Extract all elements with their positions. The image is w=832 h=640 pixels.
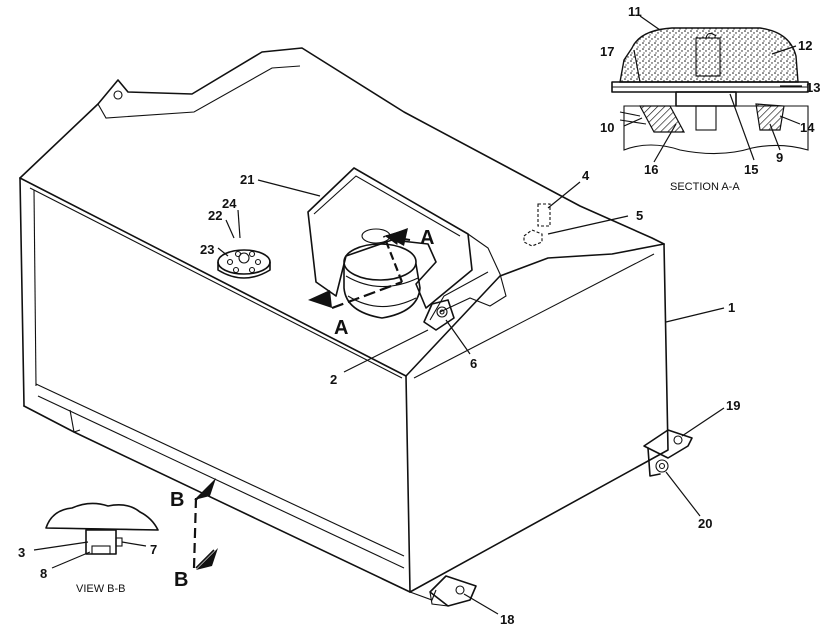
filler-well (307, 167, 507, 321)
callout-11: 11 (628, 4, 642, 19)
callout-22: 22 (208, 208, 222, 223)
callout-16: 16 (644, 162, 658, 177)
callout-numbers: 1 2 3 4 5 6 7 8 9 10 11 12 13 14 15 16 1… (18, 4, 820, 627)
callout-10: 10 (600, 120, 614, 135)
vent-fitting (523, 203, 551, 247)
callout-6: 6 (470, 356, 477, 371)
view-line-bb (192, 478, 218, 570)
section-letters: A A B B (170, 227, 434, 591)
leader-lines (33, 15, 802, 615)
section-line-aa (308, 228, 411, 310)
mount-bracket-rear (643, 429, 693, 477)
callout-9: 9 (776, 150, 783, 165)
fuel-gauge (217, 249, 271, 279)
callout-19: 19 (726, 398, 740, 413)
view-bb-caption: VIEW B-B (76, 583, 126, 595)
callout-18: 18 (500, 612, 514, 627)
callout-3: 3 (18, 545, 25, 560)
mount-bracket-front (429, 575, 477, 607)
callout-21: 21 (240, 172, 254, 187)
callout-17: 17 (600, 44, 614, 59)
section-a-bottom: A (334, 317, 348, 339)
view-b-bottom: B (174, 569, 188, 591)
callout-5: 5 (636, 208, 643, 223)
callout-12: 12 (798, 38, 812, 53)
callout-15: 15 (744, 162, 758, 177)
callout-23: 23 (200, 242, 214, 257)
callout-14: 14 (800, 120, 815, 135)
callout-20: 20 (698, 516, 712, 531)
view-bb-inset (45, 502, 159, 555)
section-a-top: A (420, 227, 434, 249)
filler-cap (343, 228, 421, 319)
view-b-top: B (170, 489, 184, 511)
callout-2: 2 (330, 372, 337, 387)
callout-7: 7 (150, 542, 157, 557)
section-aa-caption: SECTION A-A (670, 181, 740, 193)
section-aa-inset (611, 27, 809, 155)
callout-24: 24 (222, 196, 237, 211)
clip-bracket (423, 299, 455, 331)
callout-8: 8 (40, 566, 47, 581)
fuel-tank (19, 47, 669, 601)
callout-13: 13 (806, 80, 820, 95)
callout-4: 4 (582, 168, 590, 183)
callout-1: 1 (728, 300, 735, 315)
